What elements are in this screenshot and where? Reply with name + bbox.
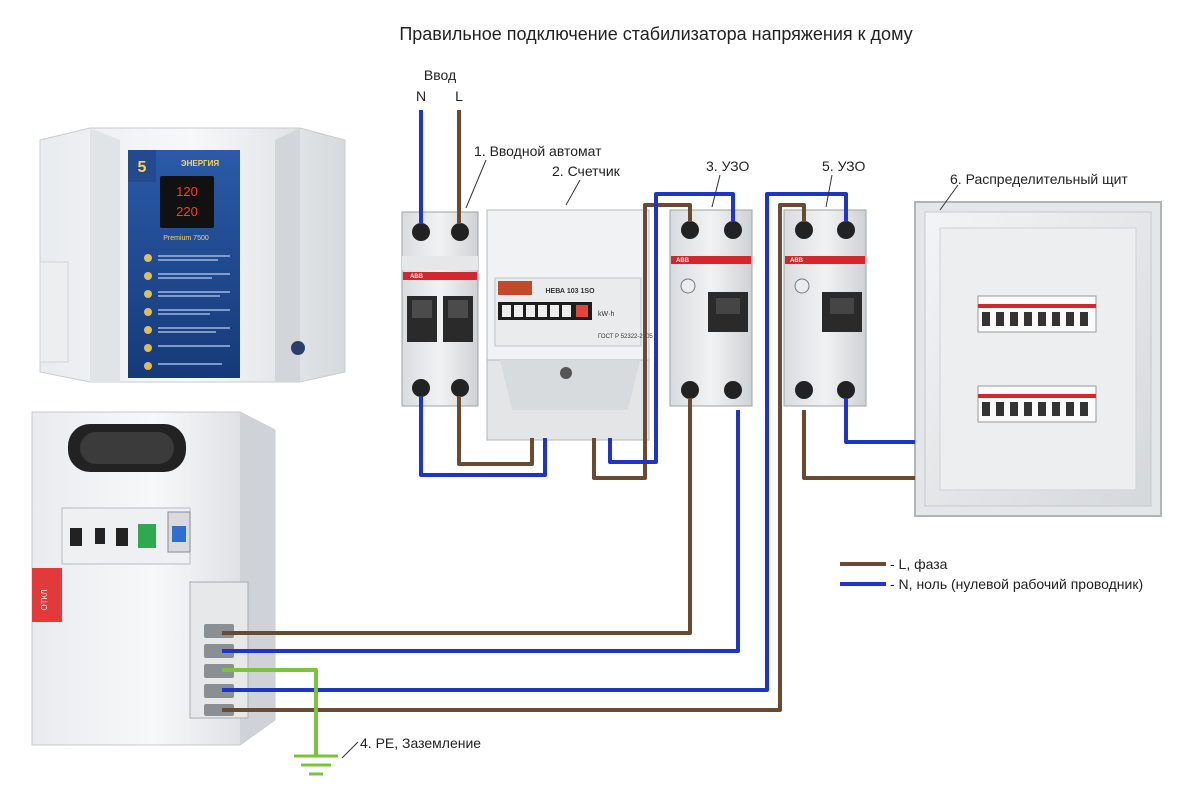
distribution-panel bbox=[914, 201, 1162, 517]
meter-model: НЕВА 103 1SO bbox=[545, 288, 595, 295]
callout-ground: 4. PE, Заземление bbox=[360, 735, 481, 751]
test-button[interactable] bbox=[680, 278, 696, 294]
callout-input-breaker: 1. Вводной автомат bbox=[474, 143, 602, 159]
meter-rcd-phase bbox=[592, 203, 692, 480]
leader-lines bbox=[341, 159, 959, 759]
callout-rcd-1: 3. УЗО bbox=[706, 158, 749, 174]
ground-wire bbox=[222, 668, 318, 756]
warning-sticker bbox=[32, 568, 62, 622]
brand-stripe bbox=[403, 272, 477, 280]
toggle-switch[interactable] bbox=[95, 528, 105, 544]
diagram-title: Правильное подключение стабилизатора нап… bbox=[399, 24, 912, 44]
stabilizer-brand: ЭНЕРГИЯ bbox=[181, 159, 219, 168]
wires bbox=[222, 110, 915, 756]
callout-distribution-panel: 6. Распределительный щит bbox=[950, 171, 1128, 187]
toggle-switch[interactable] bbox=[116, 528, 128, 546]
svg-text:ОТКЛ: ОТКЛ bbox=[40, 589, 49, 610]
svg-text:ABB: ABB bbox=[410, 274, 424, 280]
rcd-device-1: ABB bbox=[669, 209, 753, 407]
callout-rcd-2: 5. УЗО bbox=[822, 158, 865, 174]
rcd-stabilizer-phase bbox=[222, 398, 692, 635]
legend-neutral-label: - N, ноль (нулевой рабочий проводник) bbox=[890, 576, 1143, 592]
breaker-meter-phase bbox=[457, 396, 534, 466]
rcd-device-2: ABB bbox=[783, 209, 867, 407]
input-n-label: N bbox=[416, 88, 426, 104]
legend-phase-label: - L, фаза bbox=[890, 556, 948, 572]
toggle-switch[interactable] bbox=[70, 528, 82, 546]
input-l-label: L bbox=[455, 88, 463, 104]
stabilizer-rcd2-phase bbox=[222, 203, 806, 712]
power-button[interactable] bbox=[138, 524, 156, 548]
test-button[interactable] bbox=[794, 278, 810, 294]
display-output-voltage: 220 bbox=[176, 204, 198, 219]
legend: - L, фаза - N, ноль (нулевой рабочий про… bbox=[840, 556, 1143, 592]
rcd2-panel-phase bbox=[802, 410, 915, 480]
stabilizer-logo-icon bbox=[291, 341, 305, 355]
stabilizer-front: 5 ЭНЕРГИЯ 120 220 Premium 7500 bbox=[39, 127, 346, 383]
input-breaker[interactable] bbox=[172, 526, 186, 542]
stabilizer-rcd2-neutral bbox=[222, 192, 848, 692]
stabilizer-display bbox=[160, 176, 214, 228]
svg-text:ABB: ABB bbox=[790, 258, 804, 264]
seal-screw bbox=[560, 367, 572, 379]
display-input-voltage: 120 bbox=[176, 184, 198, 199]
stabilizer-side: ОТКЛ bbox=[31, 411, 276, 746]
breaker-row-bottom bbox=[977, 385, 1097, 423]
electricity-meter: НЕВА 103 1SO kW·h ГОСТ Р 52322-2005 bbox=[486, 209, 653, 441]
rcd2-panel-neutral bbox=[844, 398, 915, 444]
meter-standard: ГОСТ Р 52322-2005 bbox=[598, 334, 653, 340]
breaker-meter-neutral bbox=[419, 396, 547, 477]
stabilizer-model: Premium 7500 bbox=[163, 235, 209, 242]
input-breaker-device: ABB bbox=[401, 211, 479, 407]
breaker-row-top bbox=[977, 295, 1097, 333]
feature-icons bbox=[144, 254, 152, 370]
svg-text:5: 5 bbox=[138, 159, 147, 176]
feature-text-lines bbox=[158, 255, 230, 365]
ground-icon bbox=[294, 754, 338, 776]
input-label: Ввод bbox=[424, 67, 456, 83]
svg-text:ABB: ABB bbox=[676, 258, 690, 264]
meter-rcd-neutral bbox=[608, 192, 735, 464]
meter-unit: kW·h bbox=[598, 311, 614, 318]
meter-logo bbox=[498, 281, 532, 295]
rcd-stabilizer-neutral bbox=[222, 410, 740, 653]
callout-meter: 2. Счетчик bbox=[552, 163, 621, 179]
warranty-badge bbox=[128, 150, 156, 182]
